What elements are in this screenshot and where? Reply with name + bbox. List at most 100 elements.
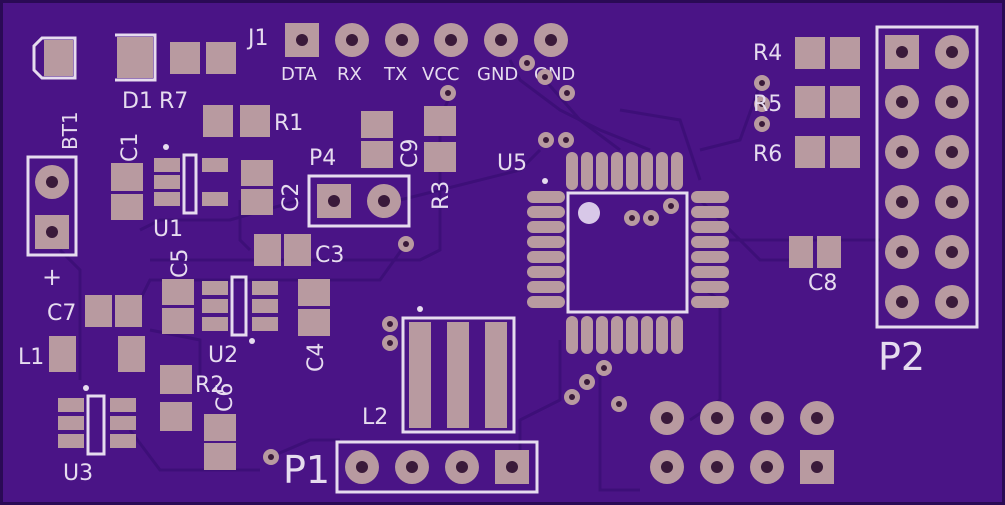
c9-label: C9 [398, 139, 423, 168]
r3-pad-1 [424, 106, 456, 136]
j1-pin-2-hole [346, 34, 358, 46]
p1-outline [335, 440, 539, 494]
tx-label: TX [383, 64, 407, 85]
c4-pad-2 [298, 309, 330, 336]
p4-label: P4 [309, 146, 336, 171]
u5-right-pins [691, 191, 729, 308]
l2-label: L2 [362, 405, 388, 430]
j1-header [285, 23, 568, 57]
c2-pad-1 [241, 160, 273, 186]
p4-pin-2-hole [378, 195, 390, 207]
u3-pad-5 [110, 416, 136, 430]
r7-label: R7 [159, 89, 188, 114]
l2-pad-2 [447, 322, 469, 428]
bt1-pin-1-hole [46, 176, 58, 188]
u2-pad-6 [252, 317, 278, 331]
u3-pad-6 [110, 434, 136, 448]
u1-pad-4 [202, 158, 228, 172]
p4-outline [307, 174, 411, 228]
u3-pad-4 [110, 398, 136, 412]
bt1-outline [26, 155, 78, 257]
r1-pad-2 [240, 105, 270, 137]
r4-label: R4 [753, 41, 782, 66]
c1-label: C1 [118, 133, 143, 162]
c6-label: C6 [213, 383, 238, 412]
copper-traces [58, 59, 880, 492]
c6-pad-1 [204, 414, 236, 441]
c8-pad-2 [817, 236, 841, 268]
u5-top-pins [566, 152, 683, 190]
bt1-smd-outline [32, 36, 77, 80]
u3-pad-3 [58, 434, 84, 448]
r2-label: R2 [195, 373, 224, 398]
c1-pad-1 [111, 163, 143, 191]
u1-label: U1 [153, 217, 183, 242]
bt1-pin-2-hole [46, 226, 58, 238]
vcc-label: VCC [422, 64, 459, 85]
c7-pad-1 [85, 295, 112, 327]
c3-label: C3 [315, 243, 344, 268]
p1-pin-1-hole [506, 461, 518, 473]
via-holes [268, 60, 765, 460]
u1-pad-1 [154, 158, 180, 172]
l1-pad-1 [49, 336, 76, 372]
c7-pad-2 [115, 295, 142, 327]
c3-pad-2 [284, 234, 311, 266]
r3-label: R3 [429, 181, 454, 210]
u2-pad-2 [202, 299, 228, 313]
u2-pad-1 [202, 281, 228, 295]
j1-pin-3-hole [396, 34, 408, 46]
r6-label: R6 [753, 142, 782, 167]
c3-pad-1 [254, 234, 281, 266]
r4-pad-2 [830, 37, 860, 69]
u2-pad-4 [252, 281, 278, 295]
u1-pad-3 [154, 192, 180, 206]
d1-pad [117, 37, 153, 78]
rx-label: RX [337, 64, 362, 85]
r6-pad-1 [795, 136, 825, 168]
u3-label: U3 [63, 461, 93, 486]
bt1-smd-pad [44, 40, 73, 76]
u1-pad-2 [154, 175, 180, 189]
u3-pad-2 [58, 416, 84, 430]
c6-pad-2 [204, 443, 236, 470]
c8-pad-1 [789, 236, 813, 268]
r5-pad-1 [795, 86, 825, 118]
r5-label: R5 [753, 92, 782, 117]
u5-left-pins [527, 191, 565, 308]
c7-label: C7 [47, 301, 76, 326]
p2-pins [885, 35, 969, 319]
bt1-label: BT1 [58, 111, 82, 150]
l2-pad-1 [409, 322, 431, 428]
r1-label: R1 [274, 111, 303, 136]
l1-pad-2 [118, 336, 145, 372]
p1-pin-2-hole [456, 461, 468, 473]
u1-pad-5 [202, 192, 228, 206]
d1-label: D1 [122, 89, 153, 114]
u2-pin1-dot [249, 338, 255, 344]
j1-pin-5-hole [495, 34, 507, 46]
r7-pad-2 [206, 42, 236, 74]
l1-label: L1 [18, 345, 44, 370]
u5-orientation-dot [578, 202, 600, 224]
plus-label: + [42, 263, 62, 291]
r2-pad-2 [160, 402, 192, 431]
u2-body [230, 275, 248, 337]
c8-label: C8 [808, 271, 837, 296]
j1-pin-6-hole [545, 34, 557, 46]
c5-pad-2 [162, 308, 194, 334]
l2-pin1-dot [417, 306, 423, 312]
j1-label: J1 [246, 26, 269, 51]
bottom-right-header [650, 401, 834, 484]
u5-body [566, 191, 689, 314]
r4-pad-1 [795, 37, 825, 69]
d1-outline [115, 33, 157, 82]
u2-label: U2 [208, 343, 238, 368]
j1-pin-1-hole [296, 34, 308, 46]
u3-body [86, 394, 106, 456]
l2-pad-3 [485, 322, 507, 428]
l2-outline [401, 316, 516, 434]
u2-pad-3 [202, 317, 228, 331]
gnd-label-1: GND [477, 64, 518, 85]
r3-pad-2 [424, 142, 456, 172]
